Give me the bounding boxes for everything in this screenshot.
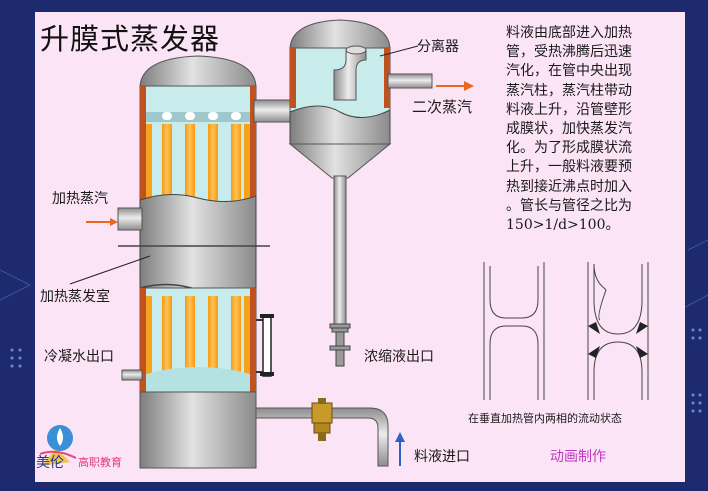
animation-credit-link[interactable]: 动画制作 — [550, 449, 606, 465]
description-line: 料液上升，沿管壁形 — [506, 101, 632, 118]
description-paragraph: 料液由底部进入加热 管，受热沸腾后迅速 汽化，在管中央出现 蒸汽柱，蒸汽柱带动 … — [506, 24, 666, 235]
heating-tubes-lower — [146, 296, 250, 374]
description-line: 。管长与管径之比为 — [506, 197, 632, 214]
description-line: 150>1/d>100。 — [506, 217, 620, 234]
separator-cut — [289, 105, 391, 145]
tube-sheet-top — [146, 112, 250, 122]
separator-cone — [288, 143, 392, 179]
heating-chamber-band — [139, 245, 257, 289]
label-heating-chamber: 加热蒸发室 — [40, 289, 110, 305]
flow-caption: 在垂直加热管内两相的流动状态 — [468, 412, 622, 425]
column-top-dome — [139, 55, 257, 89]
description-line: 汽化，在管中央出现 — [506, 63, 632, 80]
logo-graphic — [39, 425, 77, 466]
feed-valve — [311, 398, 333, 441]
leader-lines — [69, 45, 419, 285]
logo-subtext: 高职教育 — [78, 456, 122, 469]
page-title: 升膜式蒸发器 — [40, 22, 221, 56]
logo-text: 美伦 — [36, 455, 64, 471]
level-gauge — [256, 314, 274, 377]
description-line: 成膜状，加快蒸发汽 — [506, 121, 632, 138]
description-line: 料液由底部进入加热 — [506, 25, 632, 41]
flow-arrows — [588, 322, 648, 358]
heating-steam-pipe — [117, 207, 143, 231]
description-line: 管，受热沸腾后迅速 — [506, 44, 632, 61]
secondary-vapor-arrow — [436, 81, 474, 91]
feed-inlet-pipe — [255, 407, 389, 467]
feed-inlet-arrow — [395, 432, 405, 466]
heating-tubes-upper — [146, 124, 250, 246]
secondary-vapor-pipe — [387, 73, 433, 89]
heating-steam-arrow — [86, 218, 118, 226]
insulation-right-upper — [250, 86, 256, 246]
description-line: 热到接近沸点时加入 — [506, 178, 632, 195]
description-line: 蒸汽柱，蒸汽柱带动 — [506, 82, 632, 99]
label-heating-steam: 加热蒸汽 — [52, 191, 108, 207]
separator-top-dome — [289, 19, 391, 51]
condensate-pipe — [121, 369, 143, 381]
label-separator: 分离器 — [417, 39, 459, 55]
label-feed-inlet: 料液进口 — [414, 449, 470, 465]
insulation-left-upper — [140, 86, 146, 246]
label-secondary-vapor: 二次蒸汽 — [412, 98, 473, 116]
description-line: 化。为了形成膜状流 — [506, 140, 632, 157]
label-concentrate-outlet: 浓缩液出口 — [364, 349, 434, 365]
section-cut-upper — [139, 194, 257, 247]
description-line: 上升，一般料液要预 — [506, 159, 632, 176]
concentrate-flange — [329, 323, 351, 367]
label-condensate-outlet: 冷凝水出口 — [44, 349, 114, 365]
concentrate-pipe — [333, 175, 347, 327]
vapor-bubbles — [162, 112, 241, 120]
column-bottom-shell — [139, 391, 257, 469]
flow-state-diagram-left — [483, 262, 545, 400]
liquid-level — [146, 367, 250, 392]
flow-state-diagram-right — [587, 262, 649, 400]
